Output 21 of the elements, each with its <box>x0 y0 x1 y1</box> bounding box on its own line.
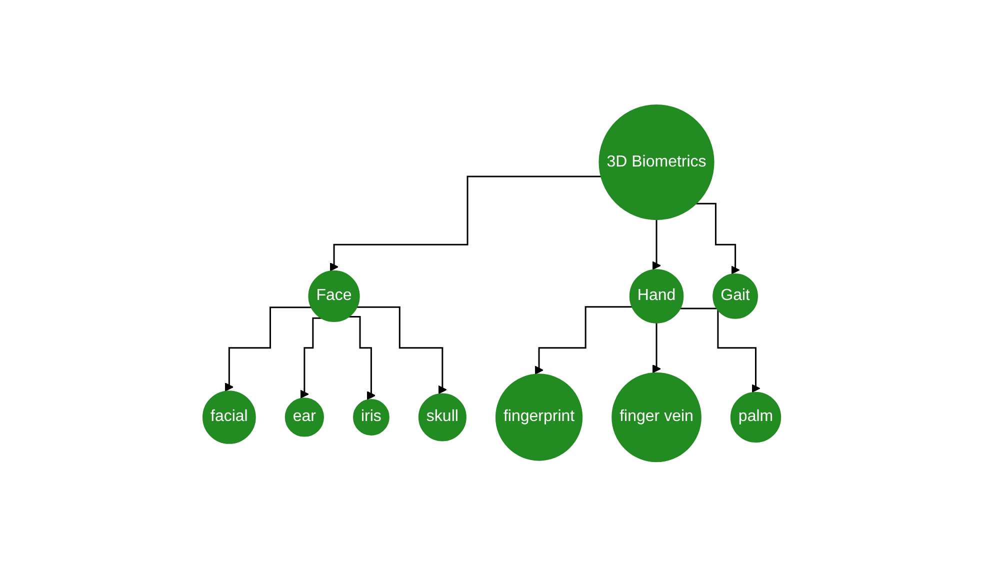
arrow <box>356 306 447 394</box>
node-circle: facial <box>202 390 256 444</box>
arrow <box>348 316 376 400</box>
node-circle: 3D Biometrics <box>598 104 714 220</box>
node-circle: iris <box>352 399 390 436</box>
arrow <box>534 306 632 375</box>
node-circle: Face <box>308 270 360 322</box>
arrow <box>652 322 661 374</box>
node-circle: Gait <box>712 274 758 320</box>
node-circle: finger vein <box>611 372 702 462</box>
node-circle: ear <box>284 398 324 437</box>
arrow <box>329 176 601 272</box>
arrow <box>680 308 760 393</box>
arrow <box>652 219 661 270</box>
arrow <box>224 306 312 392</box>
node-circle: palm <box>730 392 781 443</box>
node-circle: skull <box>418 393 466 442</box>
node-circle: fingerprint <box>495 374 582 461</box>
node-circle: Hand <box>629 269 684 324</box>
arrow <box>300 318 322 399</box>
arrow <box>696 203 740 275</box>
